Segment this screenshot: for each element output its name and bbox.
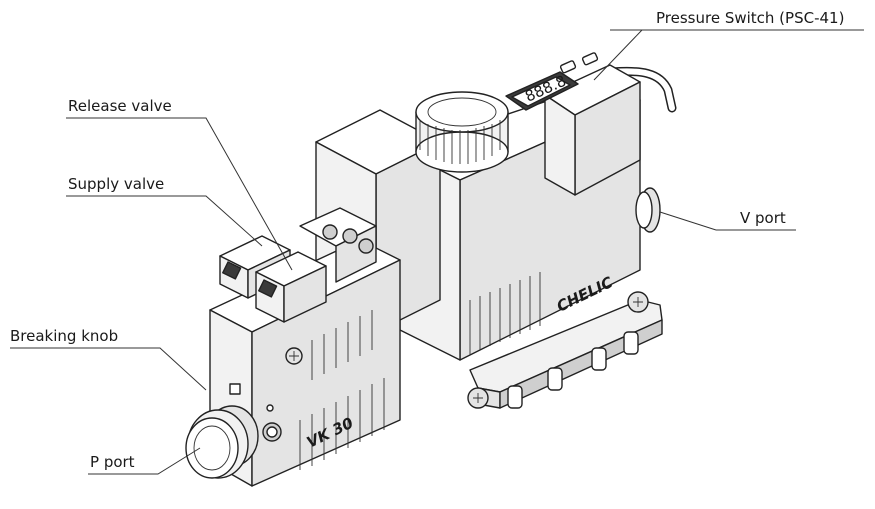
- label-p-port: P port: [90, 453, 135, 471]
- pressure-switch: 888.8: [505, 52, 641, 196]
- leader-pressure-switch: [593, 29, 864, 81]
- exhaust-fins: [469, 272, 541, 355]
- p-port-fitting: [185, 405, 259, 479]
- v-port-fitting: [635, 187, 661, 233]
- valve-block-rear: [299, 207, 377, 283]
- leader-v-port: [659, 211, 796, 231]
- label-supply-valve: Supply valve: [68, 175, 164, 193]
- leader-release-valve: [66, 117, 293, 271]
- label-v-port: V port: [740, 209, 786, 227]
- mounting-bracket: [467, 291, 663, 409]
- label-pressure-switch: Pressure Switch (PSC-41): [656, 9, 844, 27]
- leader-p-port: [88, 447, 201, 475]
- leader-supply-valve: [66, 195, 263, 247]
- front-fins: [299, 310, 385, 470]
- label-breaking-knob: Breaking knob: [10, 327, 118, 345]
- release-valve: [255, 251, 327, 323]
- breaking-knob[interactable]: [415, 91, 509, 173]
- leader-breaking-knob: [10, 347, 207, 391]
- label-release-valve: Release valve: [68, 97, 172, 115]
- callout-leaders: [10, 29, 864, 475]
